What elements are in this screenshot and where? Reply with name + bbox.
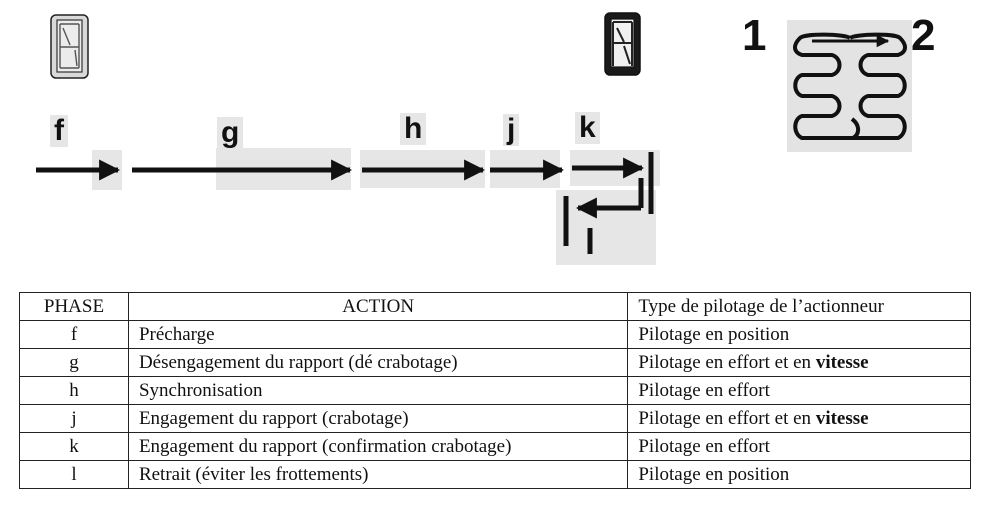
row-phase: j [19, 404, 129, 433]
shift-gate-icon [787, 20, 912, 152]
row-action: Engagement du rapport (confirmation crab… [127, 432, 629, 461]
header-action: ACTION [127, 292, 629, 321]
row-type: Pilotage en position [627, 460, 971, 489]
table-row: k Engagement du rapport (confirmation cr… [19, 432, 971, 461]
row-phase: k [19, 432, 129, 461]
row-type: Pilotage en position [627, 320, 971, 349]
table-row: f Précharge Pilotage en position [19, 320, 971, 349]
phase-table: PHASE ACTION Type de pilotage de l’actio… [19, 292, 971, 489]
table-row: g Désengagement du rapport (dé crabotage… [19, 348, 971, 377]
phase-label-j: j [503, 114, 520, 146]
table-row: j Engagement du rapport (crabotage) Pilo… [19, 404, 971, 433]
row-phase: g [19, 348, 129, 377]
row-type: Pilotage en effort et en vitesse [627, 348, 971, 377]
header-type: Type de pilotage de l’actionneur [627, 292, 971, 321]
row-phase: h [19, 376, 129, 405]
phase-label-h: h [400, 113, 427, 145]
row-type: Pilotage en effort [627, 376, 971, 405]
gear-number-2: 2 [911, 11, 936, 60]
row-action: Retrait (éviter les frottements) [127, 460, 629, 489]
phase-label-f: f [50, 115, 68, 147]
row-type: Pilotage en effort [627, 432, 971, 461]
gear-display-engaged-icon [604, 12, 641, 76]
phase-label-g: g [217, 117, 244, 149]
row-action: Synchronisation [127, 376, 629, 405]
row-action: Précharge [127, 320, 629, 349]
phase-diagram [36, 12, 912, 265]
gear-display-neutral-icon [50, 14, 89, 79]
row-phase: f [19, 320, 129, 349]
row-type: Pilotage en effort et en vitesse [627, 404, 971, 433]
table-row: h Synchronisation Pilotage en effort [19, 376, 971, 405]
header-phase: PHASE [19, 292, 129, 321]
table-header-row: PHASE ACTION Type de pilotage de l’actio… [19, 292, 971, 321]
row-action: Désengagement du rapport (dé crabotage) [127, 348, 629, 377]
gear-number-1: 1 [742, 11, 767, 60]
row-phase: l [19, 460, 129, 489]
table-row: l Retrait (éviter les frottements) Pilot… [19, 460, 971, 489]
row-action: Engagement du rapport (crabotage) [127, 404, 629, 433]
phase-label-k: k [575, 112, 600, 144]
